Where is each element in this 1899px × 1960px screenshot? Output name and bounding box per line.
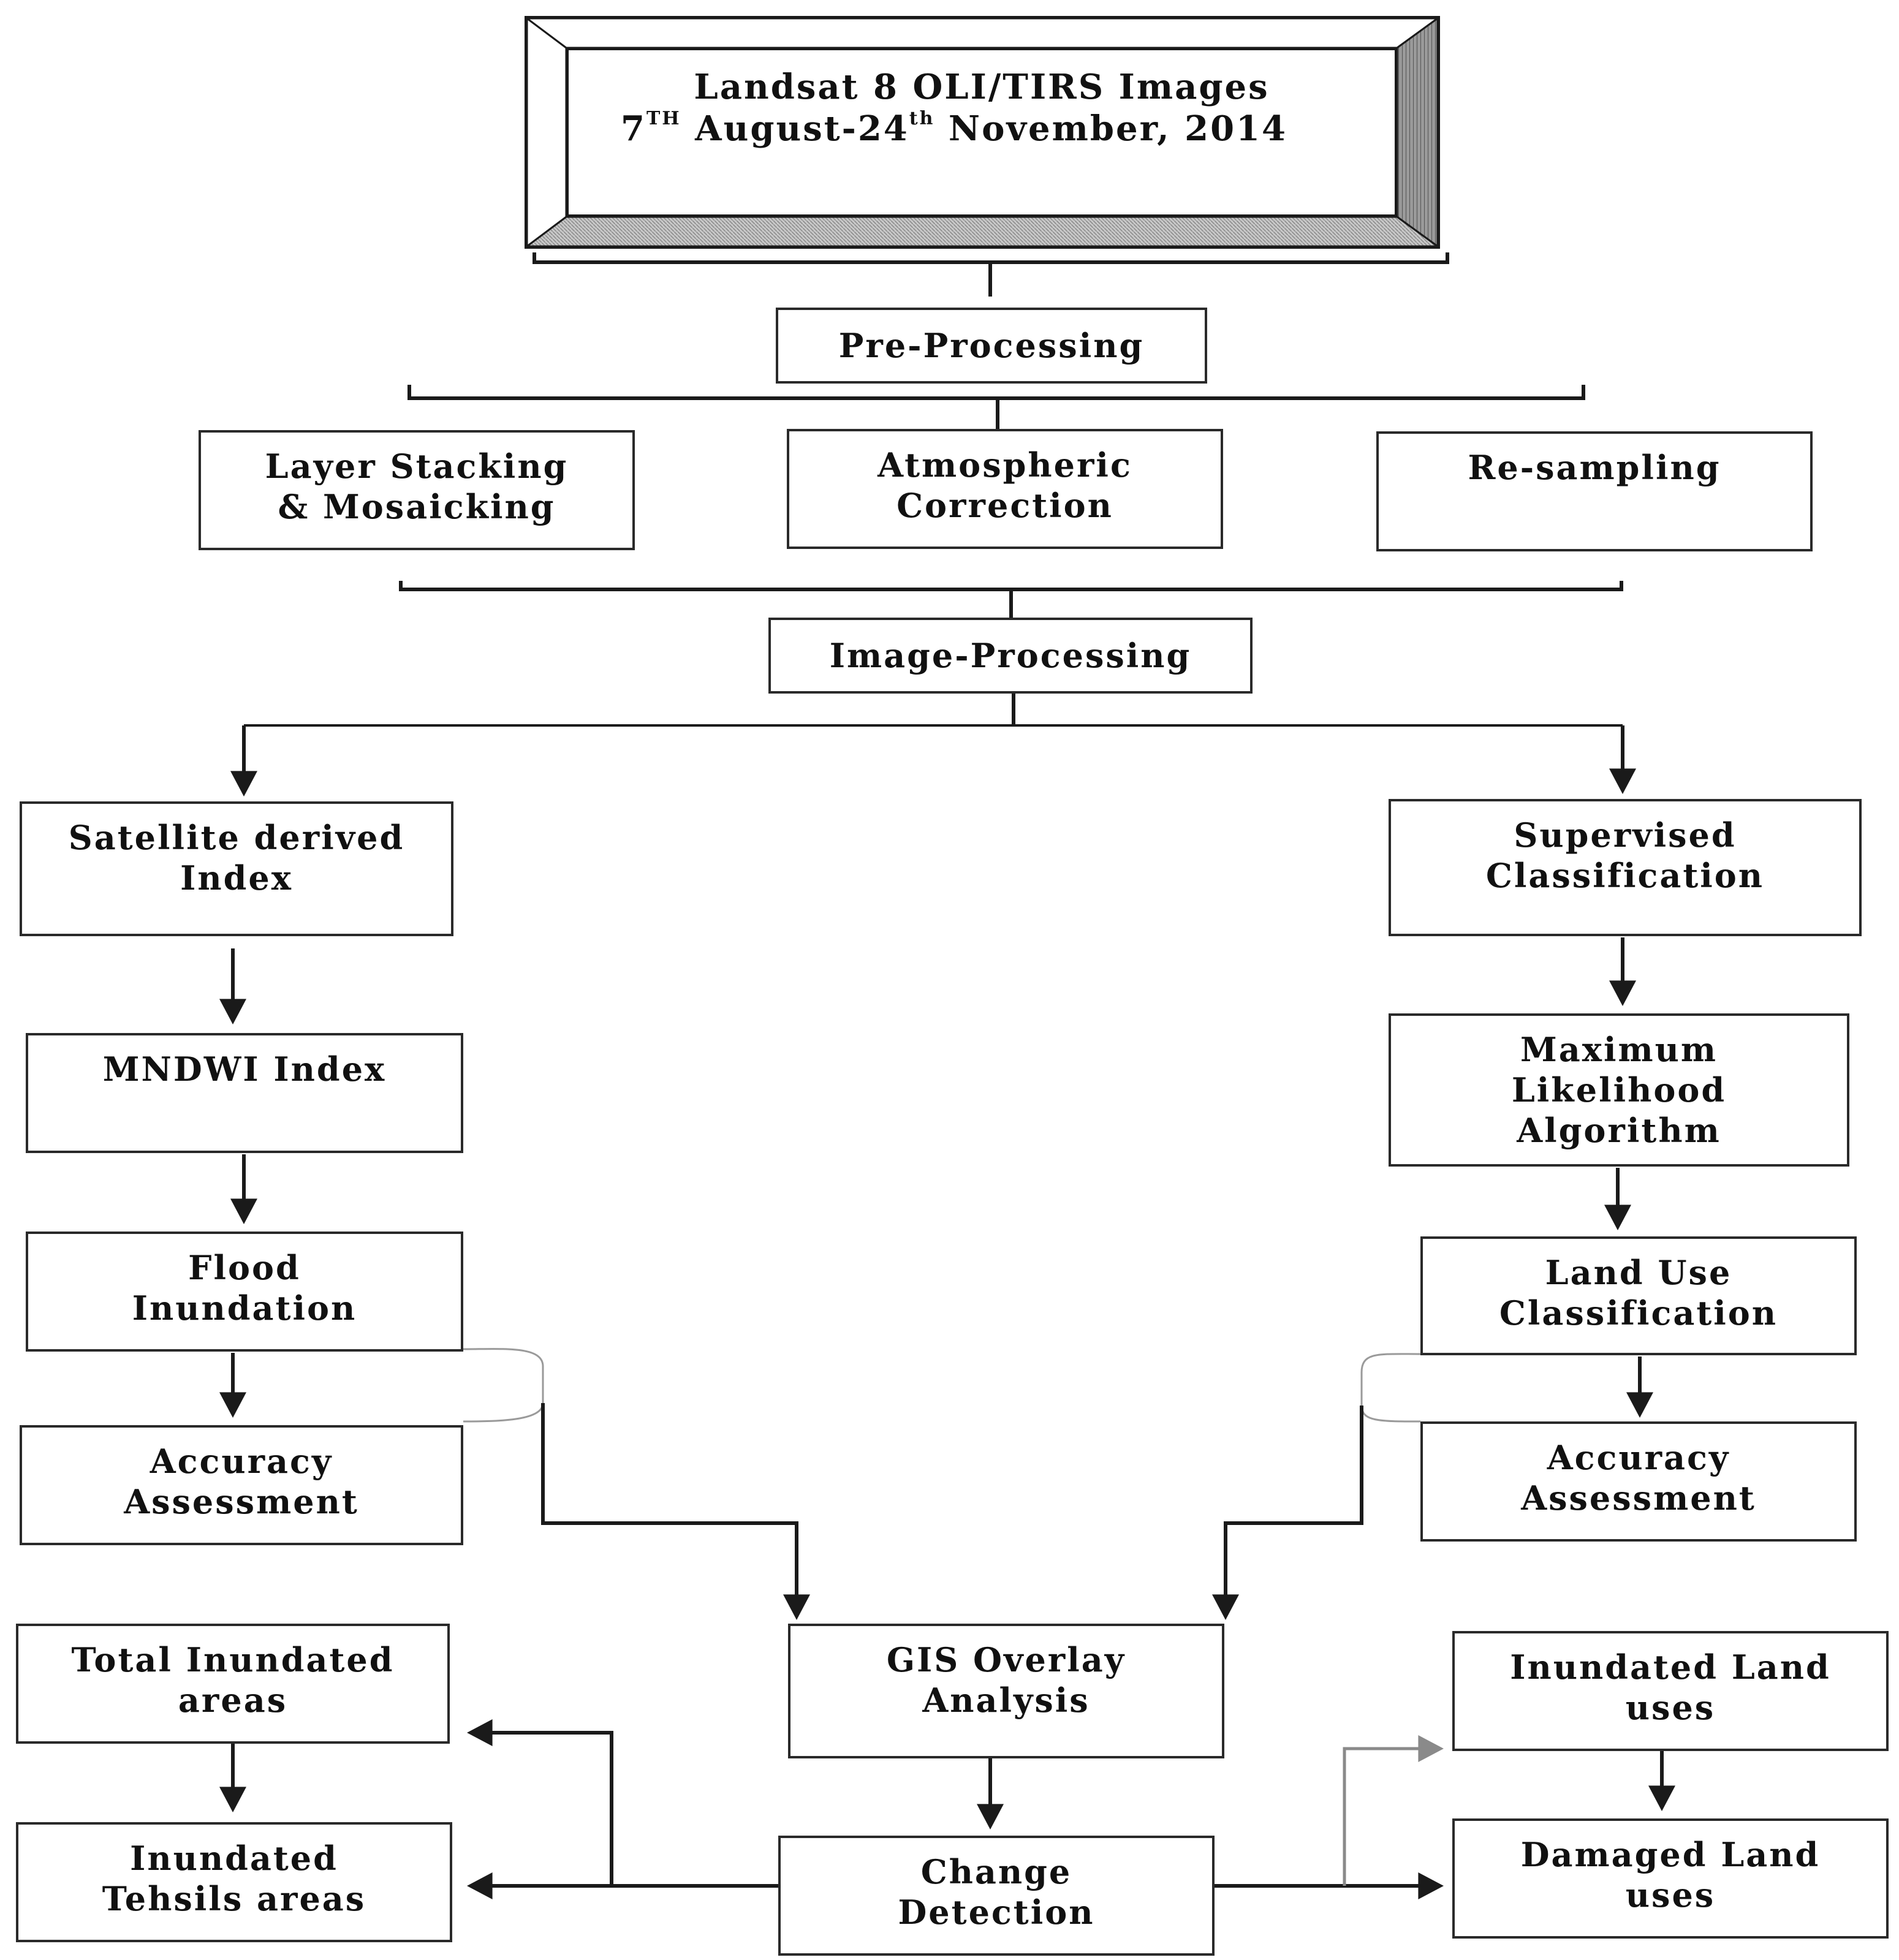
node-label: Accuracy (150, 1442, 333, 1481)
node-accuracy-assessment-left: Accuracy Assessment (20, 1425, 463, 1545)
title-day-start: 7 (621, 108, 646, 149)
node-maximum-likelihood: Maximum Likelihood Algorithm (1389, 1013, 1849, 1167)
node-label: Damaged Land (1520, 1835, 1821, 1874)
arrowhead-flood (230, 1198, 257, 1224)
arrowhead-tehsils (467, 1872, 493, 1899)
bracket-preprocessing (407, 385, 1585, 400)
title-line-1: Landsat 8 OLI/TIRS Images (694, 67, 1270, 107)
bracket-left-accuracy (463, 1348, 544, 1423)
node-inundated-tehsils-areas: Inundated Tehsils areas (16, 1822, 452, 1942)
node-accuracy-assessment-right: Accuracy Assessment (1420, 1421, 1857, 1542)
connector-change-to-total (491, 1731, 613, 1886)
connector-left-to-gis (541, 1403, 798, 1600)
arrowhead-tehsils-down (219, 1787, 246, 1812)
arrowhead-damaged-down (1648, 1785, 1675, 1811)
node-total-inundated-areas: Total Inundated areas (16, 1624, 450, 1744)
bracket-second-row (399, 581, 1623, 591)
arrowhead-maximum (1609, 980, 1636, 1006)
title-month-start: August-24 (681, 108, 909, 149)
node-label: Assessment (1521, 1478, 1756, 1518)
connector-change-to-inundated-landuse (1343, 1747, 1420, 1886)
arrowhead-total (467, 1719, 493, 1746)
node-label: Satellite derived (68, 818, 405, 857)
node-label: Classification (1485, 856, 1765, 895)
node-label: Assessment (124, 1482, 359, 1521)
node-change-detection: Change Detection (778, 1836, 1215, 1956)
title-text-panel: Landsat 8 OLI/TIRS Images 7TH August-24t… (566, 48, 1397, 217)
node-label: & Mosaicking (278, 487, 556, 526)
node-atmospheric-correction: Atmospheric Correction (787, 429, 1223, 549)
connector-right-to-gis (1224, 1406, 1363, 1600)
node-gis-overlay-analysis: GIS Overlay Analysis (788, 1624, 1224, 1758)
node-label: Re-sampling (1468, 448, 1721, 487)
bracket-right-accuracy (1360, 1353, 1421, 1423)
title-day-start-suffix: TH (646, 108, 681, 129)
title-line-2: 7TH August-24th November, 2014 (514, 108, 1395, 149)
node-label: uses (1625, 1688, 1716, 1727)
node-damaged-land-uses: Damaged Land uses (1452, 1818, 1889, 1939)
node-layer-stacking: Layer Stacking & Mosaicking (199, 430, 635, 550)
node-satellite-index: Satellite derived Index (20, 801, 453, 936)
node-mndwi-index: MNDWI Index (26, 1033, 463, 1153)
node-label: MNDWI Index (102, 1050, 387, 1089)
bracket-title (533, 252, 1449, 264)
node-label: Algorithm (1517, 1111, 1721, 1150)
node-label: Tehsils areas (102, 1879, 366, 1918)
node-label: Classification (1499, 1293, 1778, 1333)
node-flood-inundation: Flood Inundation (26, 1232, 463, 1352)
node-label: Supervised (1514, 815, 1737, 855)
node-label: Analysis (922, 1681, 1090, 1720)
node-label: Detection (898, 1893, 1095, 1932)
arrowhead-supervised (1609, 768, 1636, 794)
node-label: Correction (896, 486, 1113, 525)
arrowhead-gis-right (1212, 1594, 1239, 1620)
arrowhead-accuracy-left (219, 1392, 246, 1418)
arrowhead-accuracy-right (1626, 1392, 1653, 1418)
title-box: Landsat 8 OLI/TIRS Images 7TH August-24t… (525, 16, 1440, 249)
node-pre-processing: Pre-Processing (776, 308, 1207, 384)
arrowhead-damaged (1418, 1872, 1444, 1899)
node-label: Flood (188, 1248, 301, 1287)
node-label: uses (1625, 1875, 1716, 1915)
node-label: Inundation (132, 1288, 357, 1328)
node-label: Accuracy (1547, 1438, 1730, 1477)
node-supervised-classification: Supervised Classification (1389, 799, 1862, 936)
node-label: Land Use (1545, 1253, 1732, 1292)
node-re-sampling: Re-sampling (1376, 431, 1813, 551)
title-month-end: November, 2014 (934, 108, 1287, 149)
title-bevel (527, 18, 1438, 246)
node-label: Likelihood (1511, 1070, 1727, 1110)
node-label: Index (180, 858, 293, 898)
arrowhead-gis-left (783, 1594, 810, 1620)
node-label: Atmospheric (877, 445, 1132, 485)
node-label: Inundated Land (1510, 1648, 1831, 1687)
node-land-use-classification: Land Use Classification (1420, 1236, 1857, 1355)
arrowhead-inundated-landuse (1418, 1735, 1444, 1762)
title-day-end-suffix: th (909, 108, 935, 129)
node-label: Layer Stacking (265, 447, 569, 486)
node-label: Inundated (130, 1839, 338, 1878)
node-image-processing: Image-Processing (768, 618, 1253, 694)
arrowhead-landuse (1604, 1205, 1631, 1230)
node-label: Image-Processing (829, 636, 1192, 675)
arrowhead-satellite-index (230, 771, 257, 796)
node-label: Maximum (1520, 1030, 1718, 1069)
node-label: Total Inundated (71, 1640, 395, 1679)
node-inundated-land-uses: Inundated Land uses (1452, 1631, 1889, 1751)
node-label: Pre-Processing (838, 326, 1145, 365)
node-label: GIS Overlay (886, 1640, 1126, 1679)
node-label: areas (178, 1681, 288, 1720)
arrowhead-change (977, 1804, 1004, 1829)
node-label: Change (920, 1852, 1072, 1891)
arrowhead-mndwi (219, 999, 246, 1024)
